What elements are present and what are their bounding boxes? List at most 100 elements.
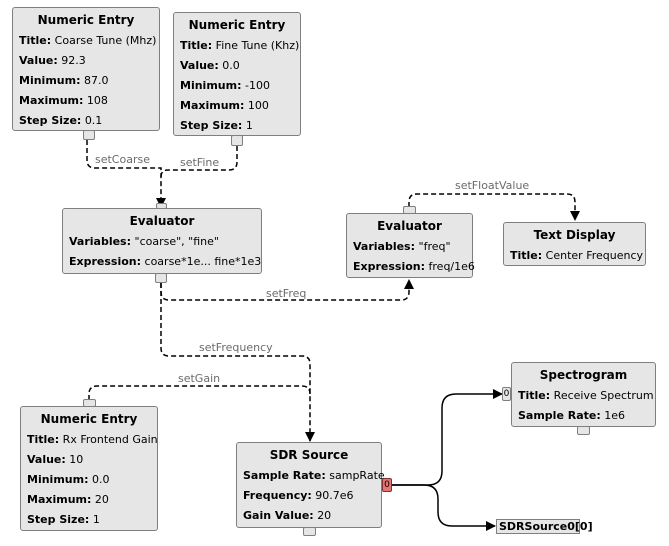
prop-title: Title: Receive Spectrum (518, 386, 654, 406)
prop-title: Title: Fine Tune (Khz) (180, 36, 299, 56)
prop-key: Step Size: (180, 119, 243, 132)
prop-key: Minimum: (180, 79, 242, 92)
wire-set-coarse[interactable] (86, 140, 166, 208)
prop-title: Title: Center Frequency (510, 246, 643, 266)
prop-variables: Variables: "freq" (353, 237, 466, 257)
prop-key: Maximum: (27, 493, 92, 506)
prop-expression: Expression: freq/1e6 (353, 257, 475, 277)
prop-step-size: Step Size: 1 (27, 510, 151, 530)
prop-title: Title: Rx Frontend Gain (27, 430, 158, 450)
prop-minimum: Minimum: -100 (180, 76, 294, 96)
label-set-fine: setFine (180, 156, 220, 169)
prop-step-size: Step Size: 0.1 (19, 111, 153, 131)
port-coarse-msg-out[interactable] (83, 130, 95, 140)
prop-key: Title: (510, 249, 543, 262)
wire-set-fine[interactable] (160, 146, 238, 178)
label-set-freq: setFreq (266, 287, 307, 300)
block-title: Evaluator (129, 214, 195, 228)
wire-set-gain[interactable] (88, 385, 311, 400)
prop-key: Value: (19, 54, 58, 67)
prop-value: coarse*1e... fine*1e3 (144, 255, 262, 268)
prop-key: Minimum: (27, 473, 89, 486)
prop-key: Sample Rate: (243, 469, 326, 482)
prop-value: "coarse", "fine" (134, 235, 219, 248)
block-numeric-entry-coarse[interactable]: Numeric Entry Title: Coarse Tune (Mhz) V… (12, 7, 160, 131)
prop-value: Coarse Tune (Mhz) (54, 34, 157, 47)
block-spectrogram[interactable]: Spectrogram Title: Receive Spectrum Samp… (511, 362, 656, 427)
prop-title: Title: Coarse Tune (Mhz) (19, 31, 156, 51)
prop-key: Variables: (353, 240, 416, 253)
label-set-coarse: setCoarse (95, 153, 150, 166)
prop-key: Title: (27, 433, 60, 446)
prop-sample-rate: Sample Rate: sampRate (243, 466, 385, 486)
prop-value: 10 (69, 453, 84, 466)
prop-sample-rate: Sample Rate: 1e6 (518, 406, 649, 426)
prop-minimum: Minimum: 0.0 (27, 470, 151, 490)
prop-step-size: Step Size: 1 (180, 116, 294, 136)
prop-key: Gain Value: (243, 509, 314, 522)
block-title: Evaluator (377, 219, 442, 233)
prop-value: Rx Frontend Gain (62, 433, 158, 446)
prop-value: 92.3 (61, 54, 86, 67)
prop-variables: Variables: "coarse", "fine" (69, 232, 255, 252)
prop-frequency: Frequency: 90.7e6 (243, 486, 375, 506)
virtual-sink-sdr-source[interactable]: SDRSource0[0] (496, 519, 593, 534)
prop-value: Fine Tune (Khz) (215, 39, 300, 52)
prop-value-row: Value: 0.0 (180, 56, 294, 76)
prop-value: 108 (86, 94, 108, 107)
port-fine-msg-out[interactable] (231, 135, 243, 146)
block-title: Numeric Entry (37, 13, 135, 27)
prop-value: Center Frequency (545, 249, 644, 262)
wire-set-float-value[interactable] (408, 193, 580, 221)
prop-key: Maximum: (19, 94, 84, 107)
prop-value: 20 (317, 509, 332, 522)
prop-value: 0.0 (91, 473, 110, 486)
prop-key: Sample Rate: (518, 409, 601, 422)
wire-stream-virtual-sink[interactable] (392, 484, 496, 531)
prop-value: 20 (94, 493, 109, 506)
prop-value-row: Value: 10 (27, 450, 151, 470)
wire-set-frequency[interactable] (160, 283, 315, 442)
block-title: Numeric Entry (40, 412, 138, 426)
prop-key: Frequency: (243, 489, 312, 502)
port-spectrogram-stream-in[interactable]: 0 (502, 387, 511, 401)
block-sdr-source[interactable]: SDR Source Sample Rate: sampRate Frequen… (236, 442, 385, 528)
prop-maximum: Maximum: 100 (180, 96, 294, 116)
prop-value: 1 (92, 513, 100, 526)
prop-value: 0.1 (84, 114, 103, 127)
wire-stream-spectrogram[interactable] (392, 389, 503, 486)
prop-key: Step Size: (27, 513, 90, 526)
prop-maximum: Maximum: 108 (19, 91, 153, 111)
prop-value: freq/1e6 (428, 260, 475, 273)
prop-expression: Expression: coarse*1e... fine*1e3 (69, 252, 261, 272)
prop-key: Title: (19, 34, 52, 47)
port-spectrogram-msg-out[interactable] (577, 426, 590, 435)
prop-value: 1 (245, 119, 253, 132)
block-title: Spectrogram (539, 368, 628, 382)
port-evaluator-main-msg-out[interactable] (155, 273, 167, 283)
prop-key: Value: (180, 59, 219, 72)
prop-maximum: Maximum: 20 (27, 490, 151, 510)
prop-value: 87.0 (83, 74, 109, 87)
label-set-frequency: setFrequency (199, 341, 273, 354)
prop-key: Expression: (353, 260, 426, 273)
prop-key: Minimum: (19, 74, 81, 87)
block-numeric-entry-fine[interactable]: Numeric Entry Title: Fine Tune (Khz) Val… (173, 12, 301, 136)
prop-key: Step Size: (19, 114, 82, 127)
port-sdr-msg-out[interactable] (303, 527, 316, 536)
prop-minimum: Minimum: 87.0 (19, 71, 153, 91)
label-set-gain: setGain (178, 372, 221, 385)
block-title: SDR Source (269, 448, 349, 462)
prop-value-row: Value: 92.3 (19, 51, 153, 71)
label-set-float-value: setFloatValue (455, 179, 530, 192)
block-evaluator-freq[interactable]: Evaluator Variables: "freq" Expression: … (346, 213, 475, 278)
block-evaluator-main[interactable]: Evaluator Variables: "coarse", "fine" Ex… (62, 208, 262, 274)
prop-value: Receive Spectrum (553, 389, 654, 402)
prop-value: 90.7e6 (315, 489, 354, 502)
block-text-display[interactable]: Text Display Title: Center Frequency (503, 222, 646, 266)
port-sdr-stream-out[interactable]: 0 (382, 478, 392, 492)
block-title: Text Display (533, 228, 616, 242)
prop-key: Variables: (69, 235, 132, 248)
block-numeric-entry-gain[interactable]: Numeric Entry Title: Rx Frontend Gain Va… (20, 406, 158, 531)
